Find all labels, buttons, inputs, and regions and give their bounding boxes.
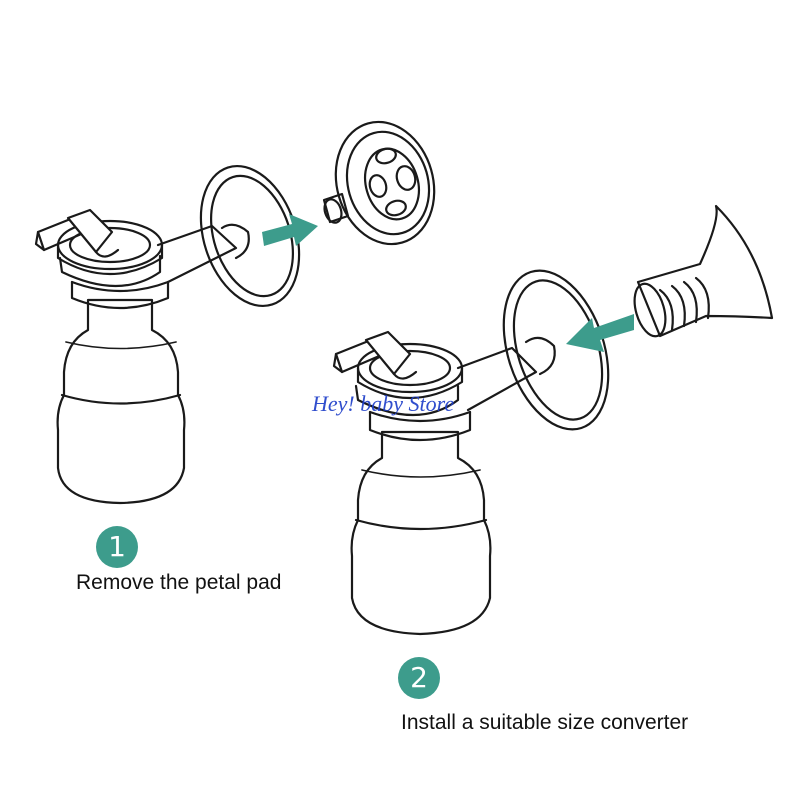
- pump-2-collar: [354, 384, 472, 442]
- pump-2-connector: [456, 346, 538, 412]
- store-watermark: Hey! baby Store: [312, 391, 455, 416]
- arrow-right-icon: [262, 214, 318, 246]
- step-1-caption: Remove the petal pad: [76, 571, 282, 594]
- pump-2: [332, 204, 774, 636]
- size-converter: [633, 204, 774, 338]
- step-1-badge: 1: [96, 526, 138, 568]
- pump-2-cap: [332, 330, 464, 399]
- arrow-left-icon: [566, 314, 634, 352]
- pump-2-funnel: [502, 269, 610, 431]
- pump-1: [34, 120, 436, 505]
- step-2-badge: 2: [398, 657, 440, 699]
- step-2-caption: Install a suitable size converter: [401, 711, 689, 734]
- petal-pad: [322, 120, 436, 246]
- pump-1-bottle: [56, 298, 186, 505]
- pump-1-cap: [34, 208, 164, 275]
- pump-2-bottle: [350, 430, 492, 636]
- pump-1-collar: [58, 254, 170, 310]
- pump-1-connector: [156, 224, 238, 284]
